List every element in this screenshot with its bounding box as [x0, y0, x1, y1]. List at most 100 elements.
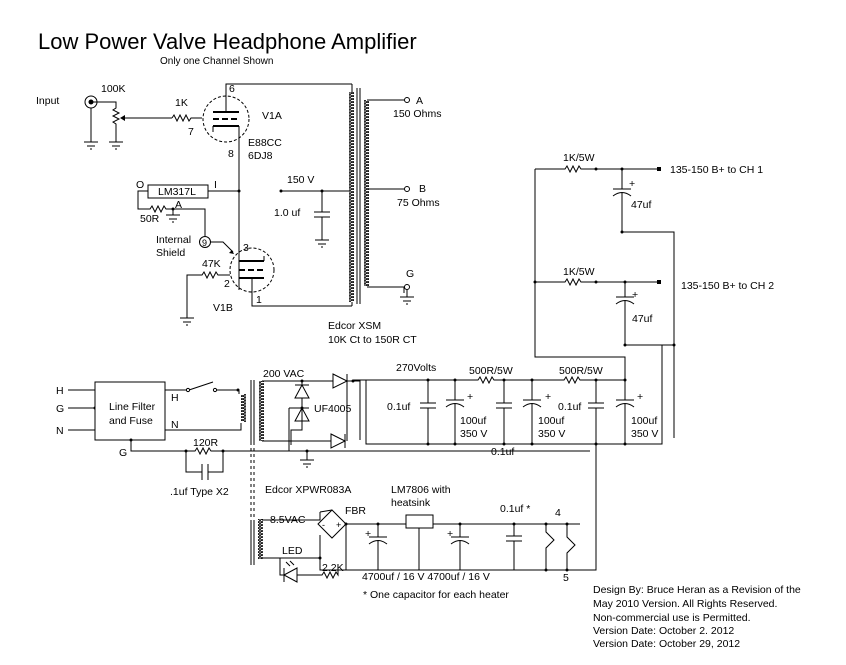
- hv-rail-label: 270Volts: [396, 362, 436, 374]
- film-cap-3-label: 0.1uf: [558, 401, 581, 413]
- output-tap-b: B: [419, 183, 426, 195]
- bridge-rectifier: - +: [317, 509, 347, 539]
- output-terminal-g: [404, 284, 410, 290]
- shield-label-2: Shield: [156, 247, 185, 259]
- ground-icon: [109, 141, 123, 150]
- filter-res-1-label: 500R/5W: [469, 365, 513, 377]
- grid-resistor-1k: [171, 113, 202, 123]
- led-label: LED: [282, 545, 303, 557]
- heater-connector[interactable]: [545, 523, 576, 570]
- output-transformer: [349, 84, 369, 306]
- heater-note: * One capacitor for each heater: [363, 589, 509, 601]
- heater-filter-caps: [368, 524, 522, 570]
- ch2-filter-cap: [615, 282, 674, 346]
- heater-pin-5: 5: [563, 572, 569, 584]
- ch1-cap-label: 47uf: [631, 199, 652, 211]
- pot-label: 100K: [101, 83, 126, 95]
- v1a-pin-grid: 7: [188, 126, 194, 138]
- v1b-grid-resistor-label: 47K: [202, 258, 221, 270]
- lm317l-pin-o: O: [136, 179, 144, 191]
- ch2-resistor-label: 1K/5W: [563, 266, 595, 278]
- ground-icon: [84, 141, 98, 150]
- ch2-cap-label: 47uf: [632, 313, 653, 325]
- elco-2-value: 100uf: [538, 415, 564, 427]
- v1a-pin-cathode: 8: [228, 148, 234, 160]
- plus-sign: +: [545, 391, 551, 403]
- tube-type-1: E88CC: [248, 137, 282, 149]
- hv-filter-caps: [420, 380, 635, 451]
- b-plus-label: 150 V: [287, 174, 314, 186]
- tube-v1b: [229, 247, 352, 307]
- ground-lift-resistor: [186, 446, 223, 456]
- lm317l-pin-a: A: [175, 199, 182, 211]
- filter-out-n: N: [171, 419, 179, 431]
- mains-g: G: [56, 403, 64, 415]
- elco-2-voltage: 350 V: [538, 428, 565, 440]
- output-terminal-b: [404, 186, 410, 192]
- v1b-pin-grid: 2: [224, 278, 230, 290]
- shield-label-1: Internal: [156, 234, 191, 246]
- hv-rail: [353, 375, 625, 385]
- ground-icon: [166, 214, 180, 223]
- plus-sign: +: [467, 391, 473, 403]
- led-icon: [282, 560, 298, 583]
- ch1-resistor-label: 1K/5W: [563, 152, 595, 164]
- mains-n: N: [56, 425, 64, 437]
- b-plus-cap-label: 1.0 uf: [274, 207, 300, 219]
- v1b-name: V1B: [213, 302, 233, 314]
- heater-caps-label: 4700uf / 16 V 4700uf / 16 V: [362, 571, 490, 583]
- elco-3-value: 100uf: [631, 415, 657, 427]
- ch1-b-plus-label: 135-150 B+ to CH 1: [670, 164, 763, 176]
- b-plus-capacitor: [314, 191, 330, 240]
- heater-film-label: 0.1uf *: [500, 503, 530, 515]
- lm7806-regulator: [405, 514, 434, 529]
- ground-res-label: 120R: [193, 437, 219, 449]
- power-transformer-label: Edcor XPWR083A: [265, 484, 351, 496]
- credit-line: Design By: Bruce Heran as a Revision of …: [593, 584, 801, 596]
- output-tap-g: G: [406, 268, 414, 280]
- output-tap-a: A: [416, 95, 423, 107]
- film-cap-2-label: 0.1uf: [491, 446, 514, 458]
- line-filter-label-1: Line Filter: [109, 401, 156, 413]
- ground-icon: [300, 459, 314, 468]
- svg-text:+: +: [336, 520, 341, 530]
- plus-sign: +: [365, 528, 371, 540]
- film-cap-1-label: 0.1uf: [387, 401, 410, 413]
- output-impedance-a: 150 Ohms: [393, 108, 441, 120]
- output-terminal-a: [404, 97, 410, 103]
- svg-text:-: -: [322, 520, 325, 530]
- bridge-label: FBR: [345, 505, 366, 517]
- v1a-name: V1A: [262, 110, 282, 122]
- v1b-pin-cathode: 1: [256, 294, 262, 306]
- lm317l-label: LM317L: [158, 186, 196, 198]
- mains-h: H: [56, 385, 64, 397]
- secondary-lv-label: 8.5VAC: [270, 514, 306, 526]
- diode-label: UF4005: [314, 403, 352, 415]
- line-filter-box: [94, 381, 166, 441]
- output-transformer-label-1: Edcor XSM: [328, 320, 381, 332]
- v1a-pin-plate: 6: [229, 83, 235, 95]
- volume-pot: [91, 101, 121, 142]
- heater-reg-label-1: LM7806 with: [391, 484, 451, 496]
- ground-lift-capacitor: [185, 451, 224, 480]
- plus-sign: +: [447, 528, 453, 540]
- lm317l-pin-i: I: [214, 179, 217, 191]
- power-transformer: [241, 380, 264, 565]
- plus-sign: +: [632, 289, 638, 301]
- filter-res-2-label: 500R/5W: [559, 365, 603, 377]
- secondary-hv-label: 200 VAC: [263, 368, 305, 380]
- ground-icon: [400, 296, 414, 305]
- credit-line: May 2010 Version. All Rights Reserved.: [593, 598, 777, 610]
- elco-1-value: 100uf: [460, 415, 486, 427]
- heater-reg-label-2: heatsink: [391, 497, 431, 509]
- v1b-pin-plate: 3: [243, 242, 249, 254]
- ch2-b-plus-label: 135-150 B+ to CH 2: [681, 280, 774, 292]
- output-impedance-b: 75 Ohms: [397, 197, 440, 209]
- credit-line: Version Date: October 2. 2012: [593, 625, 734, 637]
- subtitle: Only one Channel Shown: [160, 56, 273, 67]
- output-transformer-label-2: 10K Ct to 150R CT: [328, 334, 417, 346]
- led-resistor-label: 2.2K: [322, 562, 344, 574]
- credit-line: Version Date: October 29, 2012: [593, 638, 740, 650]
- heater-pin-4: 4: [555, 507, 561, 519]
- credit-line: Non-commercial use is Permitted.: [593, 612, 751, 624]
